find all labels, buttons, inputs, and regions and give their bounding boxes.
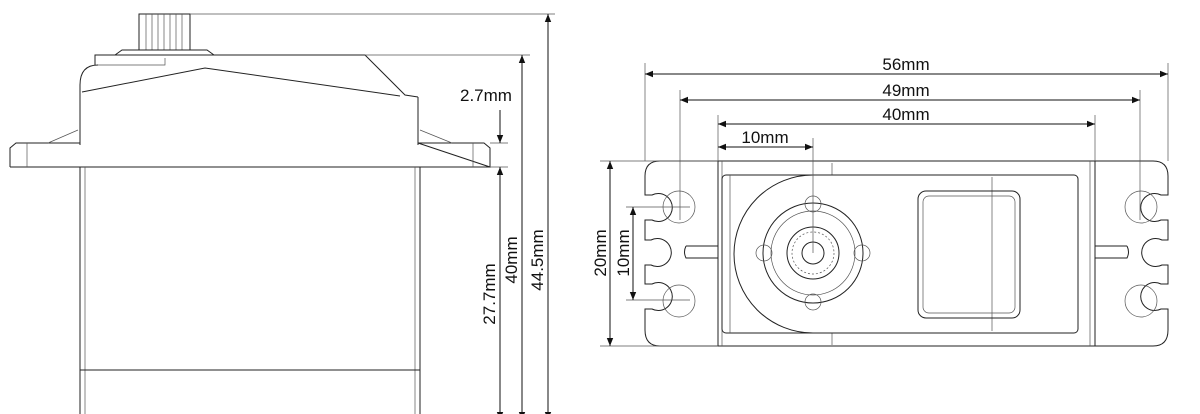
dim-shaft-offset: 10mm [741,128,788,147]
top-dimensions: 56mm 49mm 40mm 10mm 20mm 10mm [591,55,1169,347]
side-dimensions: 2.7mm 27.7mm 40mm 44.5mm [190,13,555,414]
dim-body-length: 40mm [882,105,929,124]
dim-hole-spacing: 49mm [882,81,929,100]
dim-total-height: 44.5mm [528,229,547,290]
mounting-tab-left [644,160,719,347]
dim-overall-length: 56mm [882,55,929,74]
output-spline [114,13,215,56]
dim-case-height: 40mm [502,236,521,283]
output-horn [733,174,871,334]
top-view: 56mm 49mm 40mm 10mm 20mm 10mm [591,55,1169,347]
case-body [79,166,421,414]
dim-hole-pitch: 10mm [614,229,633,276]
dim-width: 20mm [591,229,610,276]
dim-body-height: 27.7mm [480,263,499,324]
case-body-top [717,160,1096,347]
case-top [79,54,419,145]
mounting-tab-right [1094,160,1169,347]
side-view: 2.7mm 27.7mm 40mm 44.5mm [9,13,555,414]
dim-top-offset: 2.7mm [460,86,512,105]
label-window [917,190,1021,319]
